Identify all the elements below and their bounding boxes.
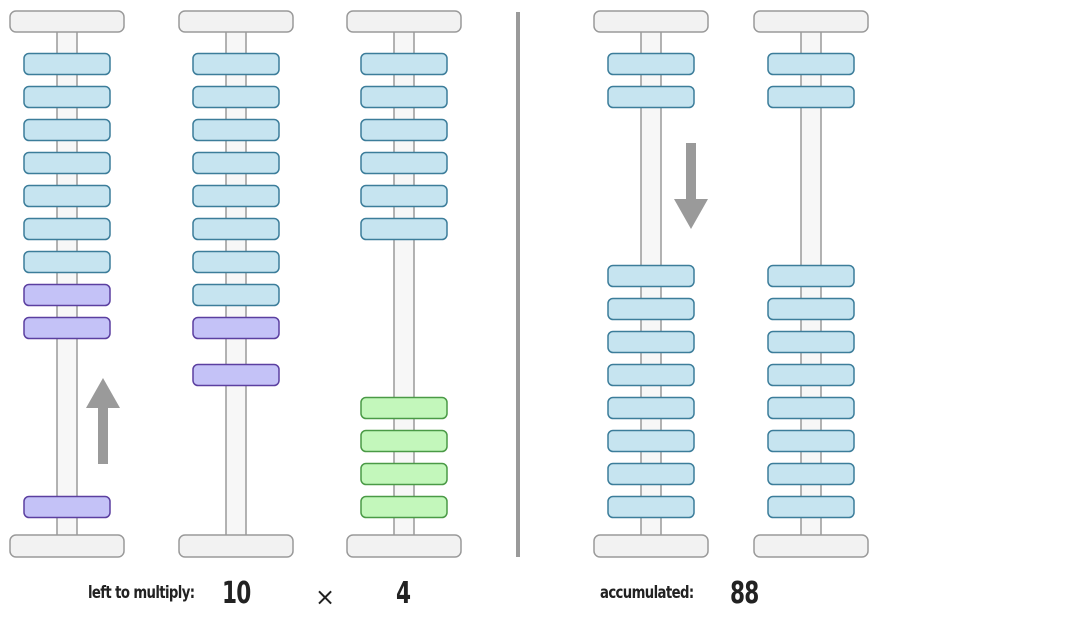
rod-top-cap <box>178 10 294 33</box>
rod-top-cap <box>753 10 869 33</box>
bead-blue <box>607 52 695 76</box>
bead-blue <box>192 151 280 175</box>
rod-1 <box>9 10 125 558</box>
bead-blue <box>23 151 111 175</box>
bead-blue <box>23 118 111 142</box>
bead-blue <box>360 217 448 241</box>
bead-blue <box>607 429 695 453</box>
bead-blue <box>192 184 280 208</box>
bead-blue <box>360 52 448 76</box>
accumulated-label: accumulated: <box>600 583 694 603</box>
bead-blue <box>607 396 695 420</box>
multiplier-value: 4 <box>396 576 411 611</box>
bead-blue <box>767 52 855 76</box>
bead-blue <box>23 85 111 109</box>
bead-blue <box>767 330 855 354</box>
bead-blue <box>767 462 855 486</box>
bead-purple <box>23 316 111 340</box>
bead-blue <box>192 118 280 142</box>
bead-blue <box>360 184 448 208</box>
bead-green <box>360 495 448 519</box>
left-to-multiply-label: left to multiply: <box>88 583 195 603</box>
rod-top-cap <box>9 10 125 33</box>
bead-blue <box>767 297 855 321</box>
times-symbol: × <box>315 583 336 611</box>
bead-blue <box>192 283 280 307</box>
bead-blue <box>607 85 695 109</box>
bead-blue <box>767 429 855 453</box>
bead-blue <box>767 396 855 420</box>
rod-bottom-cap <box>346 534 462 558</box>
arrow-up-icon <box>86 378 120 464</box>
rod-bottom-cap <box>753 534 869 558</box>
bead-green <box>360 462 448 486</box>
rod-5 <box>753 10 869 558</box>
accumulated-value: 88 <box>730 576 759 611</box>
bead-blue <box>23 250 111 274</box>
bead-blue <box>360 151 448 175</box>
bead-blue <box>360 85 448 109</box>
bead-blue <box>192 250 280 274</box>
bead-purple <box>23 495 111 519</box>
bead-blue <box>192 85 280 109</box>
bead-blue <box>23 184 111 208</box>
bead-blue <box>192 217 280 241</box>
rod-bottom-cap <box>9 534 125 558</box>
bead-blue <box>23 217 111 241</box>
bead-purple <box>192 316 280 340</box>
bead-purple <box>192 363 280 387</box>
bead-blue <box>767 85 855 109</box>
rod-2 <box>178 10 294 558</box>
bead-blue <box>607 330 695 354</box>
bead-blue <box>607 264 695 288</box>
rod-bottom-cap <box>178 534 294 558</box>
bead-blue <box>192 52 280 76</box>
bead-blue <box>607 462 695 486</box>
bead-blue <box>767 363 855 387</box>
rod-top-cap <box>346 10 462 33</box>
rod-4 <box>593 10 709 558</box>
bead-blue <box>607 495 695 519</box>
arrow-down-icon <box>674 143 708 229</box>
bead-blue <box>607 363 695 387</box>
rod-top-cap <box>593 10 709 33</box>
bead-blue <box>360 118 448 142</box>
bead-blue <box>607 297 695 321</box>
multiplicand-value: 10 <box>222 576 251 611</box>
rod-bottom-cap <box>593 534 709 558</box>
bead-blue <box>767 264 855 288</box>
bead-green <box>360 429 448 453</box>
bead-blue <box>23 52 111 76</box>
bead-green <box>360 396 448 420</box>
bead-blue <box>767 495 855 519</box>
rod-3 <box>346 10 462 558</box>
bead-purple <box>23 283 111 307</box>
